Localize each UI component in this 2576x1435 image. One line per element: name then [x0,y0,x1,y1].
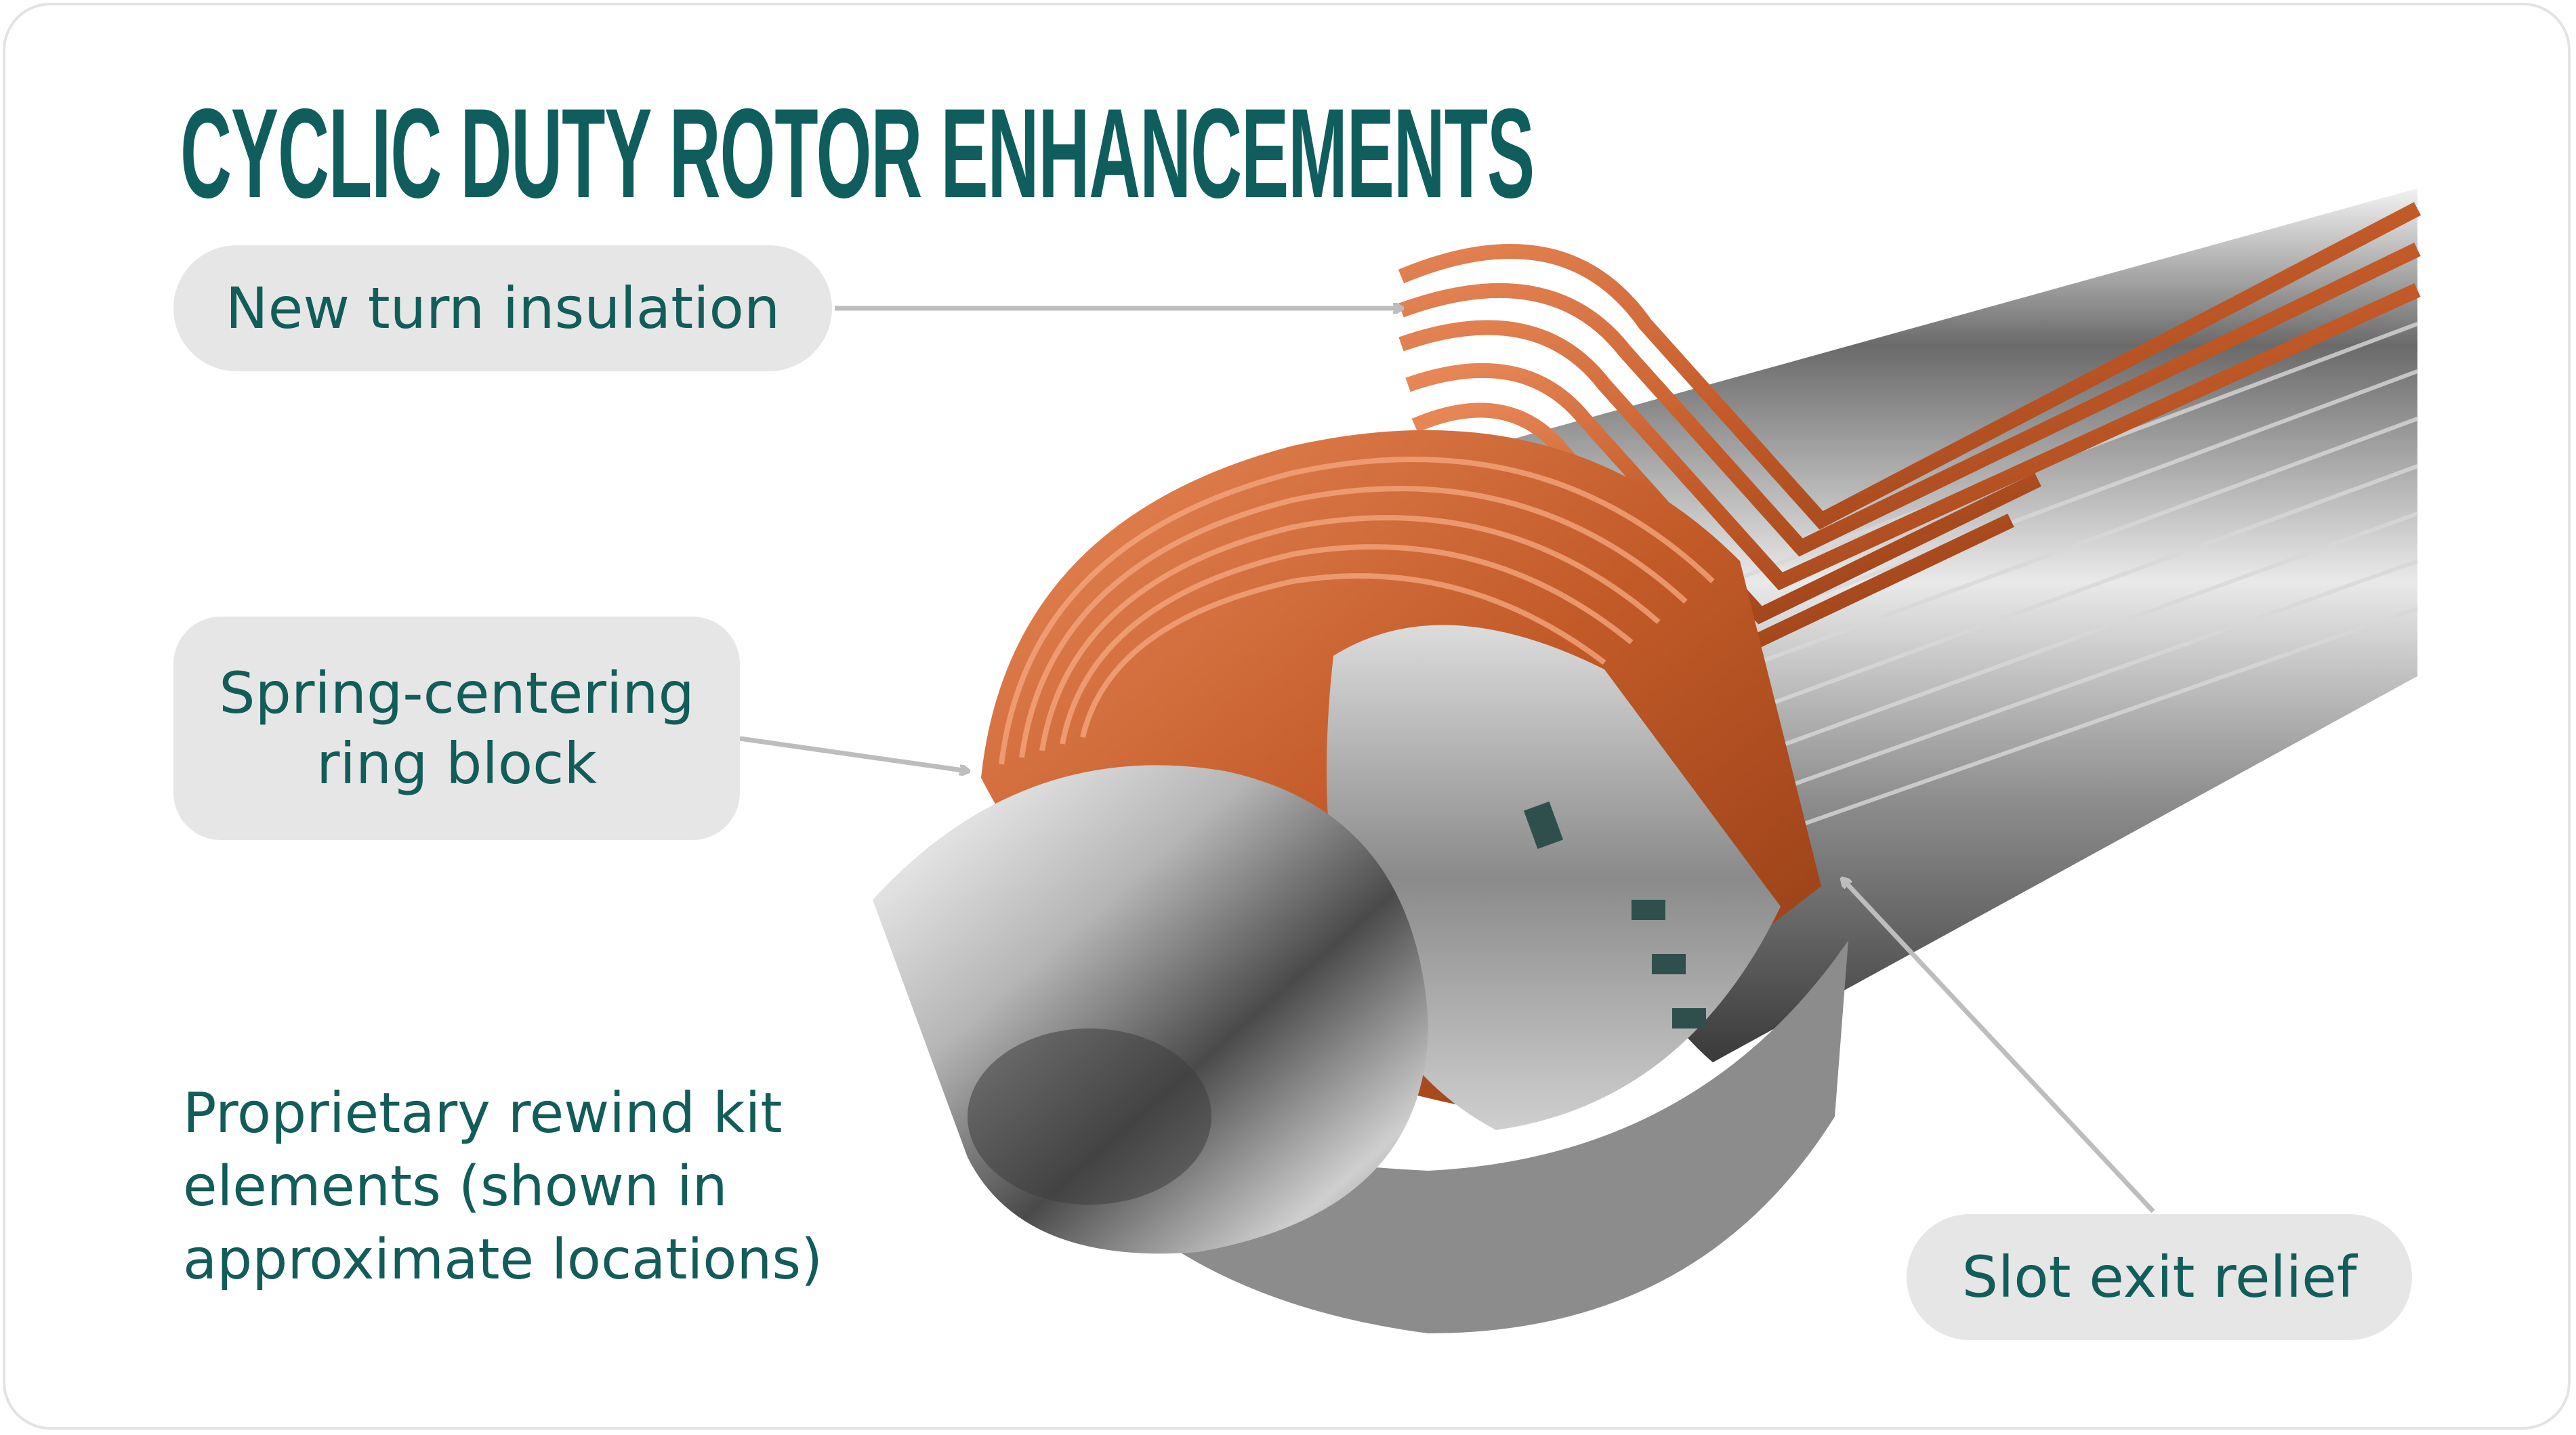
slot-lines [1711,322,2419,834]
kit-note: Proprietary rewind kit elements (shown i… [183,1081,823,1292]
diagram-card: CYCLIC DUTY ROTOR ENHANCEMENTS New turn … [3,3,2571,1430]
callout-slot-exit-relief-label: Slot exit relief [1961,1244,2357,1310]
callout-spring-centering-line2: ring block [316,730,597,797]
retaining-hub [1327,625,1781,1130]
shaft-end [968,1028,1211,1205]
callout-turn-insulation: New turn insulation [173,245,832,371]
callout-spring-centering-line1: Spring-centering [219,660,694,726]
callout-spring-centering: Spring-centering ring block [173,617,740,840]
callout-slot-exit-relief: Slot exit relief [1907,1214,2412,1340]
ring-blocks [1523,801,1706,1028]
arrow-slot-exit [1843,879,2155,1213]
rotor-illustration [739,188,2422,1333]
arrow-spring-centering [739,736,968,771]
callout-turn-insulation-label: New turn insulation [225,275,781,341]
end-winding-layers [999,457,1715,765]
top-conductors [1398,202,2422,659]
page-title: CYCLIC DUTY ROTOR ENHANCEMENTS [180,82,1535,224]
